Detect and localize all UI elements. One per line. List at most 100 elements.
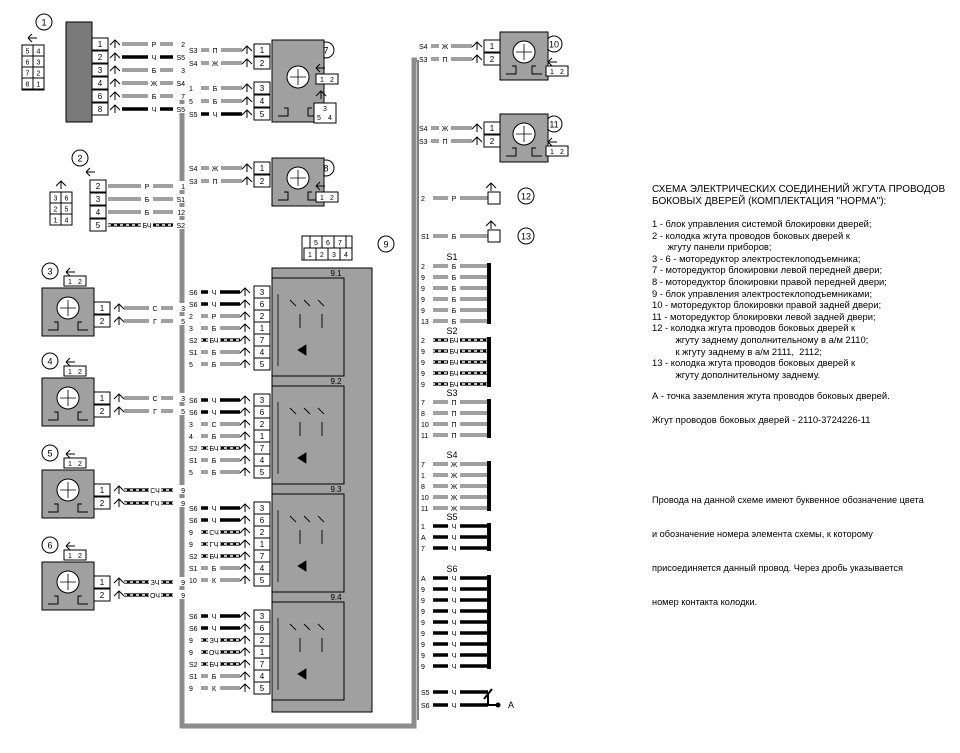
wire-target-label: 9 xyxy=(421,275,425,282)
wire-color-label: Ж xyxy=(212,61,219,68)
wire-target-label: A xyxy=(421,576,426,583)
connector-icon xyxy=(109,78,121,87)
pin-number: 7 xyxy=(260,660,265,669)
component-number: 9 xyxy=(383,240,388,250)
wire-color-label: Ч xyxy=(212,506,217,513)
wire-tag-bg xyxy=(419,639,433,648)
wire-label-bg xyxy=(141,207,153,216)
motor-icon xyxy=(60,300,76,316)
motor-icon xyxy=(290,170,306,186)
pin-box xyxy=(253,465,271,479)
pin-map-label: 1 xyxy=(68,369,72,376)
wire-target-label: 9 xyxy=(421,620,425,627)
wire-target-label: S3 xyxy=(419,57,428,64)
pin-number: 1 xyxy=(100,394,105,403)
connector-icon xyxy=(485,220,497,229)
pin-box xyxy=(93,575,111,589)
wire-target-label: 10 xyxy=(421,495,429,502)
pin-map xyxy=(63,365,87,377)
component-number: 1 xyxy=(41,18,46,28)
wire-target-label: 2 xyxy=(189,314,193,321)
pin-number: 5 xyxy=(260,684,265,693)
wire-color-label: П xyxy=(212,48,217,55)
connector-cell-label: 5 xyxy=(26,49,30,56)
legend-item: 9 - блок управления электростеклоподъемн… xyxy=(652,287,873,299)
connector-icon xyxy=(65,357,75,367)
wire-label-bg xyxy=(448,294,460,303)
wire-label-bg xyxy=(209,58,221,67)
diode-icon xyxy=(297,344,307,356)
wire-color-label: ГЧ xyxy=(210,542,219,549)
wire-label-bg xyxy=(448,584,460,593)
wire-color-label: П xyxy=(451,422,456,429)
wire-label-bg xyxy=(208,419,220,428)
connector-icon xyxy=(113,406,125,415)
wire-label-bg xyxy=(148,78,160,87)
wire-tag-bg xyxy=(419,503,433,512)
wire-tag-bg xyxy=(419,687,433,696)
control-block-frame xyxy=(271,493,345,593)
connector-icon xyxy=(239,431,251,440)
pin-box xyxy=(253,681,271,695)
wire-label-bg xyxy=(439,136,451,145)
connector-icon xyxy=(65,541,75,551)
connector-cell-label: 1 xyxy=(37,82,41,89)
wire-label-bg xyxy=(208,443,220,452)
pin-number: 6 xyxy=(260,516,265,525)
wire-label-bg xyxy=(448,335,460,344)
connector-icon xyxy=(239,551,251,560)
wire-tag-bg xyxy=(187,359,201,368)
wire-label-bg xyxy=(209,96,221,105)
connector-icon xyxy=(239,443,251,452)
pin-map xyxy=(63,457,87,469)
wire-color-label: БЧ xyxy=(450,338,459,345)
wire-target-label: S6 xyxy=(189,518,198,525)
pin-number: 4 xyxy=(98,79,103,88)
wire-target-label: 4 xyxy=(189,434,193,441)
wire-color-label: Б xyxy=(212,674,217,681)
wire-label-bg xyxy=(448,687,460,696)
wire-label-bg xyxy=(448,617,460,626)
wire-target-label: S5 xyxy=(176,107,185,114)
pin-box xyxy=(91,102,109,116)
legend-harness-text: Жгут проводов боковых дверей - 2110-3724… xyxy=(652,413,871,425)
wire-target-label: 9 xyxy=(181,501,185,508)
wire-color-label: Б xyxy=(212,362,217,369)
wire-label-bg xyxy=(208,467,220,476)
wire-label-bg xyxy=(448,430,460,439)
pin-box xyxy=(253,56,271,70)
wire-color-label: Ч xyxy=(212,398,217,405)
component-number-circle xyxy=(41,352,59,370)
pin-box xyxy=(483,121,501,135)
pin-number: 2 xyxy=(490,55,495,64)
wire-target-label: 3 xyxy=(181,68,185,75)
wire-target-label: 9 xyxy=(189,638,193,645)
pin-number: 7 xyxy=(260,336,265,345)
connector-cell-label: 7 xyxy=(26,71,30,78)
connector-icon xyxy=(485,182,497,191)
connector-icon xyxy=(241,109,253,118)
wire-color-label: С xyxy=(152,396,157,403)
wire-tag-bg xyxy=(173,590,187,599)
wire-color-label: Ч xyxy=(452,631,457,638)
splice-label: S2 xyxy=(446,326,457,336)
wire-tag-bg xyxy=(173,104,187,113)
wire-label-bg xyxy=(448,419,460,428)
pin-box xyxy=(89,218,107,232)
pin-map xyxy=(315,73,339,85)
wire-target-label: 9 xyxy=(421,308,425,315)
wire-label-bg xyxy=(448,283,460,292)
note-line: Провода на данной схеме имеют буквенное … xyxy=(652,494,924,505)
wire-color-label: П xyxy=(451,411,456,418)
wire-tag-bg xyxy=(419,316,433,325)
pin-number: 2 xyxy=(96,182,101,191)
wire-color-label: Ч xyxy=(213,112,218,119)
wire-target-label: S6 xyxy=(189,290,198,297)
wire-target-label: S2 xyxy=(189,446,198,453)
wire-tag-bg xyxy=(187,575,201,584)
wire-target-label: S6 xyxy=(189,302,198,309)
component-number: 10 xyxy=(549,40,559,50)
wire-color-label: БЧ xyxy=(210,446,219,453)
wire-color-label: ЗЧ xyxy=(210,638,219,645)
pin-number: 3 xyxy=(260,396,265,405)
